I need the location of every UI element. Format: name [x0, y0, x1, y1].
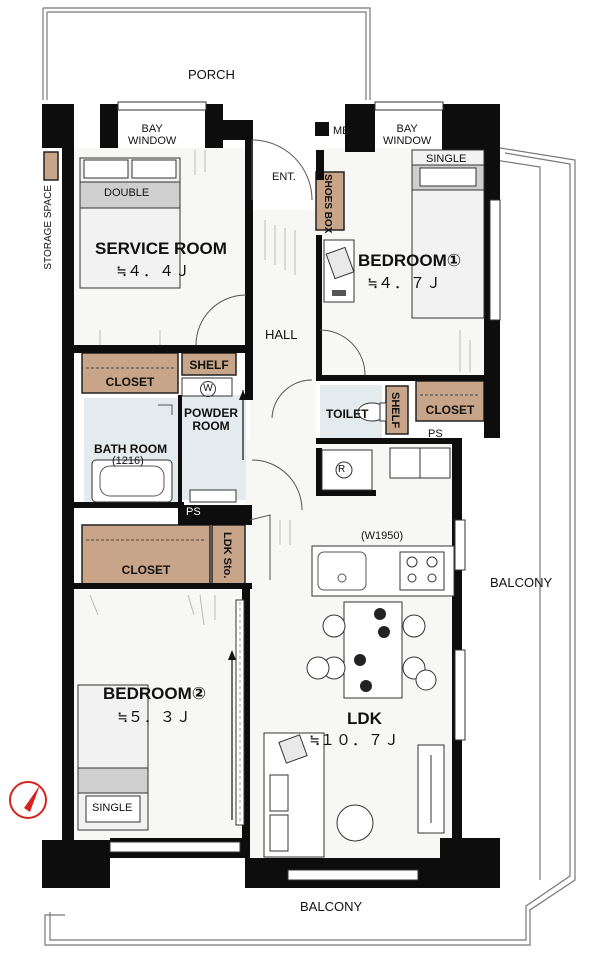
ps-left-label: PS	[186, 506, 201, 518]
shelf-powder-label: SHELF	[189, 358, 229, 372]
storage-space-label: STORAGE SPACE	[43, 185, 54, 270]
washer-label: W	[200, 381, 216, 397]
service-room-area: ≒４．４Ｊ	[117, 262, 192, 280]
balcony-right-label: BALCONY	[490, 575, 553, 590]
shelf-toilet-label: SHELF	[389, 392, 401, 429]
fridge-label: R	[338, 464, 346, 475]
single-bed-top-label: SINGLE	[426, 153, 467, 165]
bay-window-left-label: BAY WINDOW	[128, 123, 177, 147]
door-swings	[195, 139, 366, 580]
closet-rods	[86, 367, 480, 541]
shoes-box-label: SHOES BOX	[322, 174, 333, 234]
single-bed-top	[411, 149, 485, 319]
ent-label: ENT.	[272, 171, 296, 183]
bathroom-fixtures	[91, 377, 237, 503]
living-furniture	[263, 732, 445, 858]
compass-icon	[9, 781, 47, 819]
ldk-storage-label: LDK Sto.	[221, 532, 233, 579]
service-room-label: SERVICE ROOM	[95, 239, 227, 258]
outline-lines	[42, 7, 576, 946]
ldk-area: ≒１０．７Ｊ	[310, 731, 401, 749]
closet-service-label: CLOSET	[105, 375, 155, 389]
desk-chair	[323, 239, 355, 303]
powder-arrow	[239, 390, 247, 460]
double-bed-label: DOUBLE	[104, 187, 150, 199]
bay-window-right-label: BAY WINDOW	[383, 123, 432, 147]
kitchen-fixtures	[311, 447, 455, 597]
hall-label: HALL	[265, 327, 298, 342]
closet-bedroom1-label: CLOSET	[425, 403, 475, 417]
single-bed-bottom-label: SINGLE	[92, 802, 133, 814]
bedroom1-area: ≒４．７Ｊ	[368, 274, 443, 292]
floor-hatching	[89, 150, 471, 626]
balcony-bottom-label: BALCONY	[300, 899, 363, 914]
toilet-fixture	[357, 402, 387, 422]
windows	[109, 101, 501, 881]
kitchen-width-label: (W1950)	[361, 530, 404, 542]
bedroom2-area: ≒５．３Ｊ	[118, 708, 193, 726]
ldk-label: LDK	[347, 709, 382, 728]
bath-room-label: BATH ROOM	[94, 442, 168, 456]
closets	[43, 151, 485, 588]
closet-bedroom2-label: CLOSET	[121, 563, 171, 577]
bath-size-label: (1216)	[112, 455, 144, 467]
powder-room-label: POWDER ROOM	[184, 406, 238, 434]
dining-set	[306, 601, 437, 699]
sliding-partition	[228, 599, 245, 826]
ps-right-label: PS	[428, 428, 443, 440]
bedroom2-label: BEDROOM②	[103, 684, 207, 703]
toilet-label: TOILET	[326, 407, 369, 421]
bedroom1-label: BEDROOM①	[358, 251, 462, 270]
porch-label: PORCH	[188, 67, 235, 82]
mb-label: MB	[333, 125, 350, 137]
double-bed	[79, 157, 181, 289]
single-bed-bottom	[77, 684, 149, 831]
